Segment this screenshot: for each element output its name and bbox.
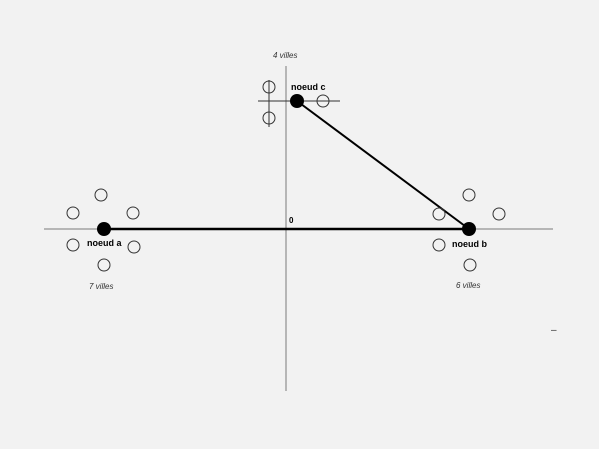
node-a	[97, 222, 111, 236]
city-circle	[97, 258, 111, 272]
city-circle	[463, 258, 477, 272]
city-circle	[432, 238, 446, 252]
node-a-city-count: 7 villes	[89, 282, 113, 291]
city-circle	[127, 240, 141, 254]
cities-node-b	[432, 188, 506, 272]
city-circle	[94, 188, 108, 202]
city-circle	[66, 206, 80, 220]
city-circle	[462, 188, 476, 202]
city-circle	[316, 94, 330, 108]
corner-mark: –	[551, 325, 557, 336]
node-c-label: noeud c	[291, 82, 326, 92]
node-c	[290, 94, 304, 108]
node-b-label: noeud b	[452, 239, 487, 249]
cities-node-a	[66, 188, 141, 272]
node-b	[462, 222, 476, 236]
city-circle	[126, 206, 140, 220]
node-a-label: noeud a	[87, 238, 122, 248]
city-circle	[262, 80, 276, 94]
origin-label: 0	[289, 216, 294, 225]
city-circle	[432, 207, 446, 221]
node-c-city-count: 4 villes	[273, 51, 297, 60]
city-circle	[492, 207, 506, 221]
city-circle	[66, 238, 80, 252]
node-b-city-count: 6 villes	[456, 281, 480, 290]
cities-node-c	[258, 80, 340, 127]
city-circle	[262, 111, 276, 125]
